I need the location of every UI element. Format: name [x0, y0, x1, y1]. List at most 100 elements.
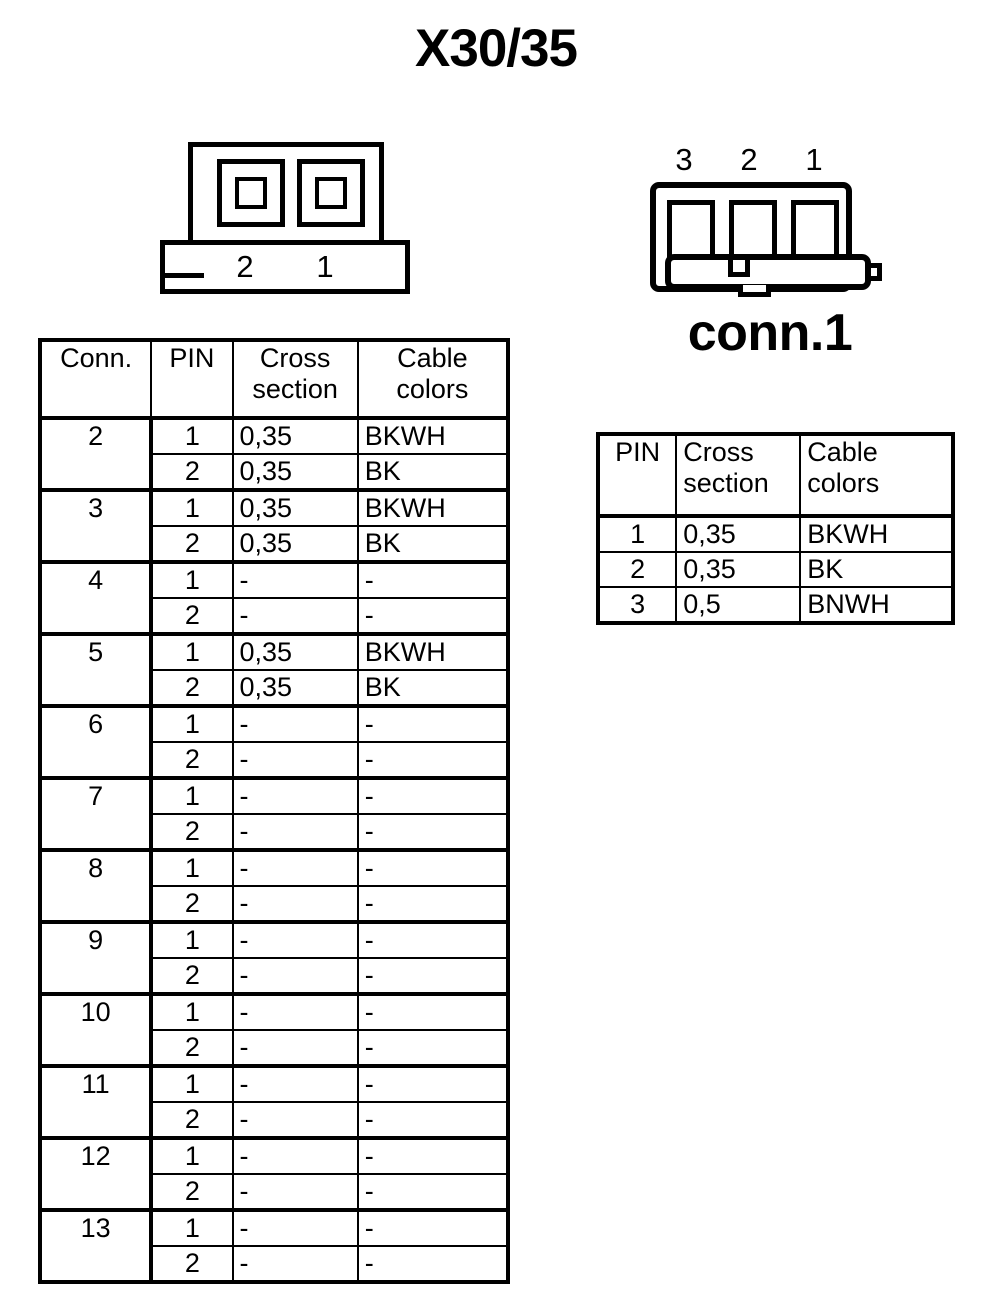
cell-pin: 2 [150, 1101, 234, 1139]
conn1-cell-cable-color: BNWH [799, 586, 954, 624]
table-row: 2-- [40, 1101, 510, 1139]
connector-2pin-housing [188, 142, 384, 252]
cell-cross-section: 0,35 [231, 488, 359, 527]
cell-pin: 2 [150, 453, 234, 491]
cell-pin: 1 [150, 1208, 234, 1247]
conn1-cell-pin: 3 [596, 586, 678, 624]
cell-cable-color: - [356, 957, 510, 995]
cell-cable-color: - [356, 1136, 510, 1175]
cell-cable-color: - [356, 1064, 510, 1103]
cell-conn: 9 [38, 920, 154, 995]
table-row: 2-- [40, 741, 510, 779]
cell-pin: 1 [150, 848, 234, 887]
conn1-cell-pin: 1 [596, 515, 678, 553]
cell-pin: 2 [150, 597, 234, 635]
header-color-line2: colors [396, 374, 469, 404]
connector-2pin-pin-2-inner [235, 177, 267, 209]
cell-pin: 1 [150, 992, 234, 1031]
cell-cross-section: - [231, 1029, 359, 1067]
connector-3pin-label-3: 3 [675, 142, 693, 177]
conn1-cell-cross-section: 0,5 [675, 586, 802, 624]
cell-conn: 11 [38, 1064, 154, 1139]
connector-2pin-pin-1-inner [315, 177, 347, 209]
cell-cross-section: - [231, 992, 359, 1031]
connector-3pin-pin-3 [667, 200, 715, 260]
connector-3pin-caption: conn.1 [687, 304, 853, 362]
page-title: X30/35 [415, 19, 578, 78]
table-row: 2-- [40, 813, 510, 851]
cell-conn: 13 [38, 1208, 154, 1283]
cell-pin: 1 [150, 776, 234, 815]
cell-pin: 1 [150, 632, 234, 671]
cell-cable-color: - [356, 1101, 510, 1139]
cell-cross-section: 0,35 [231, 669, 359, 707]
cell-cross-section: 0,35 [231, 416, 359, 455]
cell-cable-color: - [356, 1208, 510, 1247]
cell-cross-section: - [231, 1173, 359, 1211]
cell-cross-section: - [231, 704, 359, 743]
cell-conn: 4 [38, 560, 154, 635]
conn1-cell-cable-color: BK [799, 551, 954, 588]
conn1-cell-cross-section: 0,35 [675, 551, 802, 588]
cell-pin: 2 [150, 1173, 234, 1211]
cell-cross-section: - [231, 741, 359, 779]
cell-pin: 2 [150, 741, 234, 779]
header-cross-section: Cross section [231, 339, 359, 420]
cell-conn: 10 [38, 992, 154, 1067]
table-row: 2-- [40, 1029, 510, 1067]
cell-cable-color: - [356, 1029, 510, 1067]
cell-conn: 12 [38, 1136, 154, 1211]
cell-cable-color: - [356, 1173, 510, 1211]
cell-cross-section: 0,35 [231, 525, 359, 563]
cell-cable-color: - [356, 920, 510, 959]
header-cross-line2: section [252, 374, 338, 404]
cell-cross-section: - [231, 1064, 359, 1103]
cell-cross-section: - [231, 1136, 359, 1175]
cell-cross-section: 0,35 [231, 453, 359, 491]
cell-pin: 1 [150, 560, 234, 599]
connector-3pin-label-1: 1 [805, 142, 823, 177]
header-pin: PIN [150, 339, 234, 420]
cell-conn: 7 [38, 776, 154, 851]
cell-pin: 2 [150, 1245, 234, 1283]
cell-cross-section: - [231, 885, 359, 923]
connector-2pin-label-1: 1 [316, 249, 334, 284]
cell-cable-color: BKWH [356, 416, 510, 455]
cell-pin: 2 [150, 1029, 234, 1067]
connector-3pin-notch [728, 260, 750, 277]
cell-cable-color: - [356, 597, 510, 635]
cell-conn: 3 [38, 488, 154, 563]
main-table-header: Conn. PIN Cross section Cable colors [38, 339, 510, 420]
conn1-header-pin: PIN [596, 433, 678, 518]
conn1-table-header-row: PIN Cross section Cable colors [596, 433, 954, 518]
cell-conn: 2 [38, 416, 154, 491]
cell-cable-color: - [356, 704, 510, 743]
cell-cable-color: BK [356, 669, 510, 707]
conn1-header-cross-section: Cross section [675, 433, 802, 518]
cell-cable-color: BKWH [356, 488, 510, 527]
conn1-header-cross-line2: section [683, 468, 769, 498]
cell-cross-section: - [231, 1208, 359, 1247]
conn1-table-header: PIN Cross section Cable colors [596, 433, 954, 518]
cell-cable-color: BKWH [356, 632, 510, 671]
conn1-header-cable-colors: Cable colors [799, 433, 954, 518]
connector-3pin-pin-2 [729, 200, 777, 260]
cell-pin: 1 [150, 1064, 234, 1103]
cell-cross-section: - [231, 813, 359, 851]
cell-cable-color: BK [356, 525, 510, 563]
cell-cross-section: - [231, 560, 359, 599]
cell-cross-section: - [231, 920, 359, 959]
